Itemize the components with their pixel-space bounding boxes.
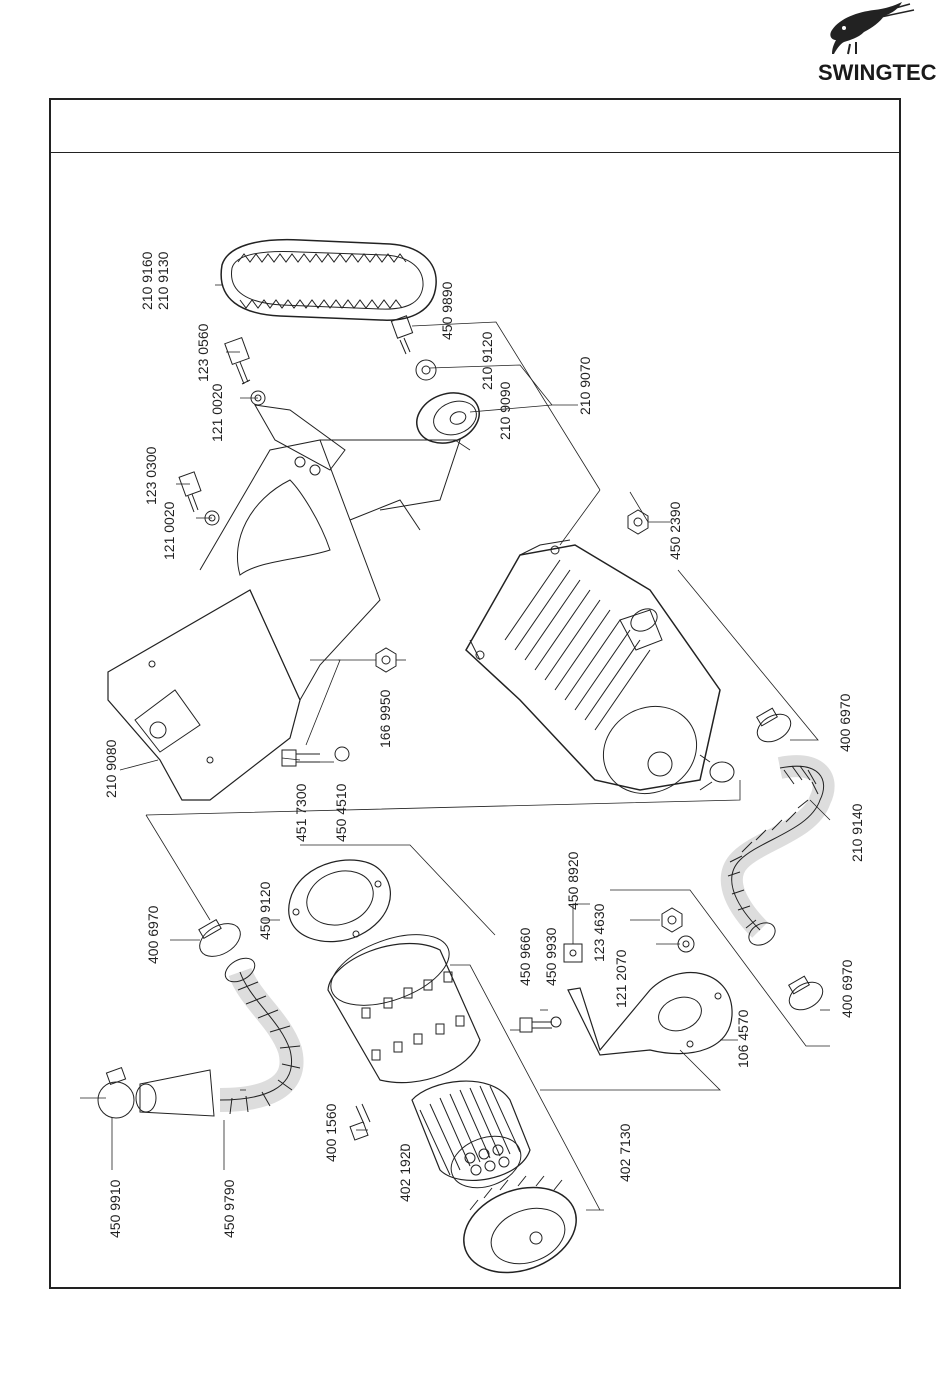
part-label: 123 0560	[195, 323, 211, 382]
part-label: 166 9950	[377, 689, 393, 748]
part-label: 106 4570	[735, 1009, 751, 1068]
part-label: 451 7300	[293, 783, 309, 842]
nut-parts	[376, 510, 694, 952]
part-label: 400 6970	[837, 693, 853, 752]
part-label: 210 9140	[849, 803, 865, 862]
motor-part	[466, 540, 734, 810]
part-label: 123 0300	[143, 446, 159, 505]
part-label: 450 9930	[543, 927, 559, 986]
part-label: 121 2070	[613, 949, 629, 1008]
part-label: 450 9120	[257, 881, 273, 940]
part-label: 210 9120	[479, 331, 495, 390]
part-label: 210 9090	[497, 381, 513, 440]
part-label: 121 0020	[161, 501, 177, 560]
part-label: 400 6970	[145, 905, 161, 964]
filter-element-part	[412, 1081, 530, 1197]
part-label: 123 4630	[591, 903, 607, 962]
part-label: 210 9160	[139, 251, 155, 310]
gasket-part	[289, 860, 391, 942]
filter-cap-part	[452, 1173, 588, 1288]
part-label: 450 9890	[439, 281, 455, 340]
filter-housing-part	[321, 921, 480, 1083]
part-label: 210 9080	[103, 739, 119, 798]
part-label: 450 4510	[333, 783, 349, 842]
part-label: 402 7130	[617, 1123, 633, 1182]
part-label: 121 0020	[209, 383, 225, 442]
belt-part	[221, 240, 436, 321]
pulley-part	[410, 385, 487, 452]
hose-part	[728, 766, 824, 950]
part-label: 210 9070	[577, 356, 593, 415]
part-label: 210 9130	[155, 251, 171, 310]
part-label: 450 8920	[565, 851, 581, 910]
part-label: 450 9660	[517, 927, 533, 986]
part-label: 450 2390	[667, 501, 683, 560]
mount-bracket-part	[564, 944, 732, 1055]
part-label: 450 9910	[107, 1179, 123, 1238]
part-label: 450 9790	[221, 1179, 237, 1238]
air-hose-part	[136, 953, 300, 1116]
part-label: 402 1920	[397, 1143, 413, 1202]
bracket-part	[108, 405, 460, 800]
hose-clamp-parts	[98, 708, 828, 1118]
part-label: 400 6970	[839, 959, 855, 1018]
part-number-labels: 210 9160 210 9130 123 0560 121 0020 123 …	[103, 251, 865, 1238]
part-label: 400 1560	[323, 1103, 339, 1162]
